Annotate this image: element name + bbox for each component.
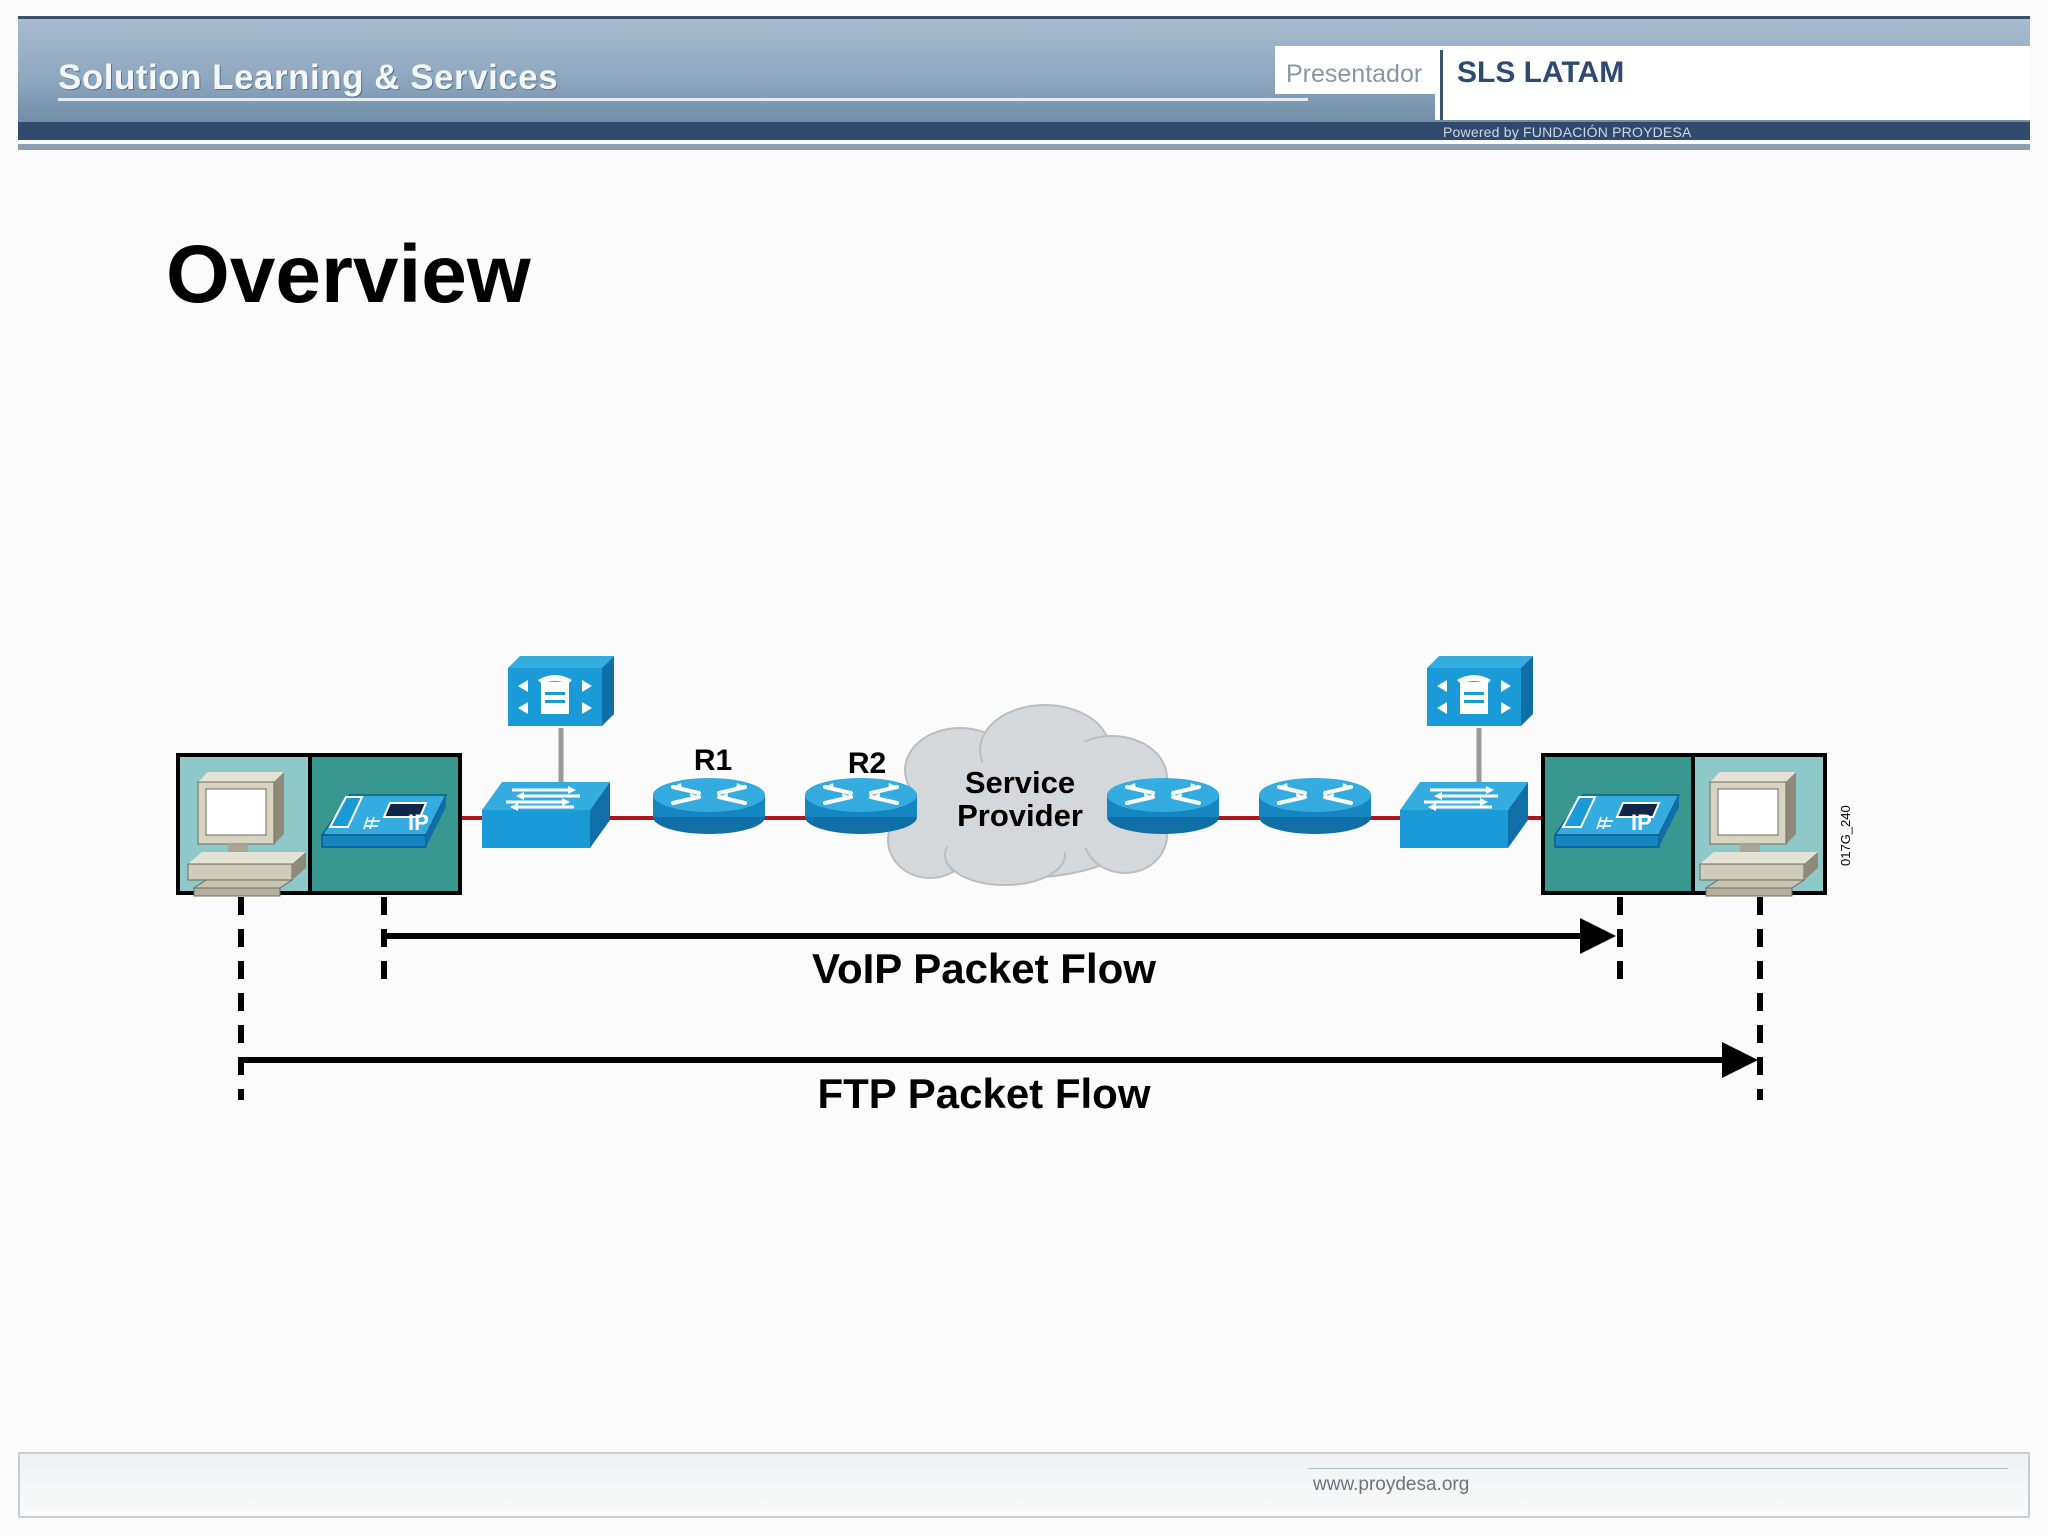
switch-icon xyxy=(480,780,612,850)
router-icon xyxy=(803,776,919,836)
org-name: SLS LATAM xyxy=(1457,56,1625,89)
footer-url: www.proydesa.org xyxy=(1313,1474,1470,1495)
brand-underline xyxy=(58,98,1308,101)
banner-line xyxy=(18,144,2030,150)
presenter-label: Presentador xyxy=(1286,60,1423,88)
router-icon xyxy=(1105,776,1221,836)
ip-label-right: IP xyxy=(1631,810,1652,835)
footer: www.proydesa.org xyxy=(18,1452,2030,1518)
station-frame-right xyxy=(1541,753,1827,895)
ip-label-left: IP xyxy=(408,810,429,835)
powered-by: Powered by FUNDACIÓN PROYDESA xyxy=(1443,124,1692,140)
figure-code: 017G_240 xyxy=(1838,805,1853,866)
presenter-box xyxy=(1275,46,2030,94)
slide-title: Overview xyxy=(166,229,531,320)
ftp-flow-label: FTP Packet Flow xyxy=(818,1070,1151,1117)
presenter-divider xyxy=(1440,50,1443,120)
banner-bar xyxy=(18,122,2030,140)
switch-icon xyxy=(1398,780,1530,850)
footer-box xyxy=(18,1452,2030,1518)
call-manager-icon xyxy=(508,656,614,726)
router-label-r1: R1 xyxy=(694,744,732,777)
header-banner: Solution Learning & Services Presentador… xyxy=(18,16,2030,150)
voip-flow-label: VoIP Packet Flow xyxy=(812,945,1156,992)
arrowhead-icon xyxy=(1722,1042,1758,1078)
router-icon xyxy=(651,776,767,836)
cloud-label-line2: Provider xyxy=(957,798,1083,833)
router-label-r2: R2 xyxy=(848,747,886,780)
station-frame-left xyxy=(176,753,462,895)
call-manager-icon xyxy=(1427,656,1533,726)
presenter-box-tail xyxy=(1435,94,2030,120)
brand-title: Solution Learning & Services xyxy=(58,58,559,97)
arrowhead-icon xyxy=(1580,918,1616,954)
cloud-label-line1: Service xyxy=(965,765,1075,800)
footer-rule xyxy=(1308,1468,2008,1469)
router-icon xyxy=(1257,776,1373,836)
